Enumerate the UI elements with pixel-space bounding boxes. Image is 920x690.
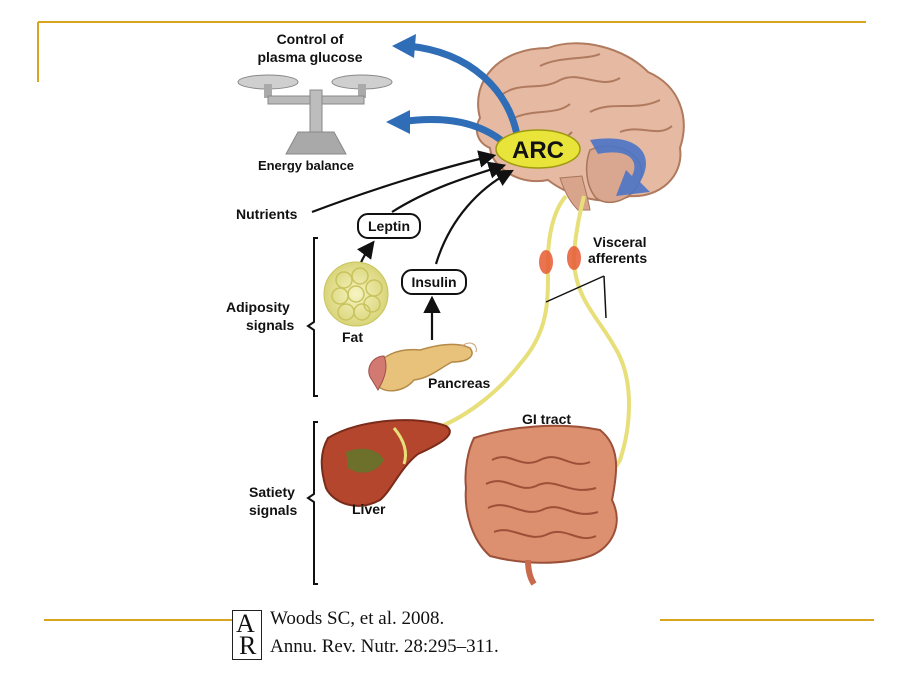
pancreas-label: Pancreas bbox=[428, 375, 490, 391]
gi-tract-icon bbox=[464, 424, 618, 586]
pancreas-icon bbox=[368, 342, 477, 392]
leptin-label: Leptin bbox=[368, 218, 410, 234]
liver-label: Liver bbox=[352, 501, 386, 517]
insulin-label: Insulin bbox=[411, 274, 456, 290]
ganglion-left bbox=[539, 250, 553, 274]
citation-line-1: Woods SC, et al. 2008. bbox=[270, 608, 445, 629]
nutrients-label: Nutrients bbox=[236, 206, 298, 222]
arc-nucleus bbox=[495, 129, 581, 169]
satiety-label-line2: signals bbox=[249, 502, 297, 518]
ganglion-right bbox=[567, 246, 581, 270]
feedback-arrow-icon bbox=[590, 138, 650, 196]
gi-tract-label: GI tract bbox=[522, 411, 571, 427]
glucose-arrowhead-icon bbox=[392, 34, 416, 58]
visceral-label-line1: Visceral bbox=[593, 234, 646, 250]
logo-letter-r: R bbox=[239, 631, 257, 660]
liver-icon bbox=[320, 419, 451, 507]
balance-scale-icon bbox=[237, 74, 393, 155]
fat-label: Fat bbox=[342, 329, 363, 345]
fat-cells-icon bbox=[323, 261, 389, 327]
logo-letter-a: A bbox=[236, 609, 255, 638]
adiposity-label-line1: Adiposity bbox=[226, 299, 290, 315]
visceral-pointer-lines bbox=[545, 275, 607, 319]
output-arrows bbox=[396, 42, 522, 150]
energy-arrowhead-icon bbox=[386, 110, 410, 134]
satiety-label-line1: Satiety bbox=[249, 484, 295, 500]
adiposity-label-line2: signals bbox=[246, 317, 294, 333]
insulin-box bbox=[401, 269, 467, 295]
slide-frame bbox=[37, 21, 874, 621]
control-label-line2: plasma glucose bbox=[257, 49, 362, 65]
control-label-line1: Control of bbox=[277, 31, 344, 47]
energy-balance-label: Energy balance bbox=[258, 158, 354, 173]
arc-label: ARC bbox=[512, 137, 564, 164]
leptin-box bbox=[357, 213, 421, 239]
annual-reviews-logo: A R bbox=[232, 610, 262, 660]
citation-line-2: Annu. Rev. Nutr. 28:295–311. bbox=[270, 636, 499, 657]
brackets bbox=[306, 237, 318, 585]
visceral-label-line2: afferents bbox=[588, 250, 647, 266]
brain-illustration bbox=[475, 42, 685, 211]
citation: A R Woods SC, et al. 2008. Annu. Rev. Nu… bbox=[232, 606, 652, 662]
